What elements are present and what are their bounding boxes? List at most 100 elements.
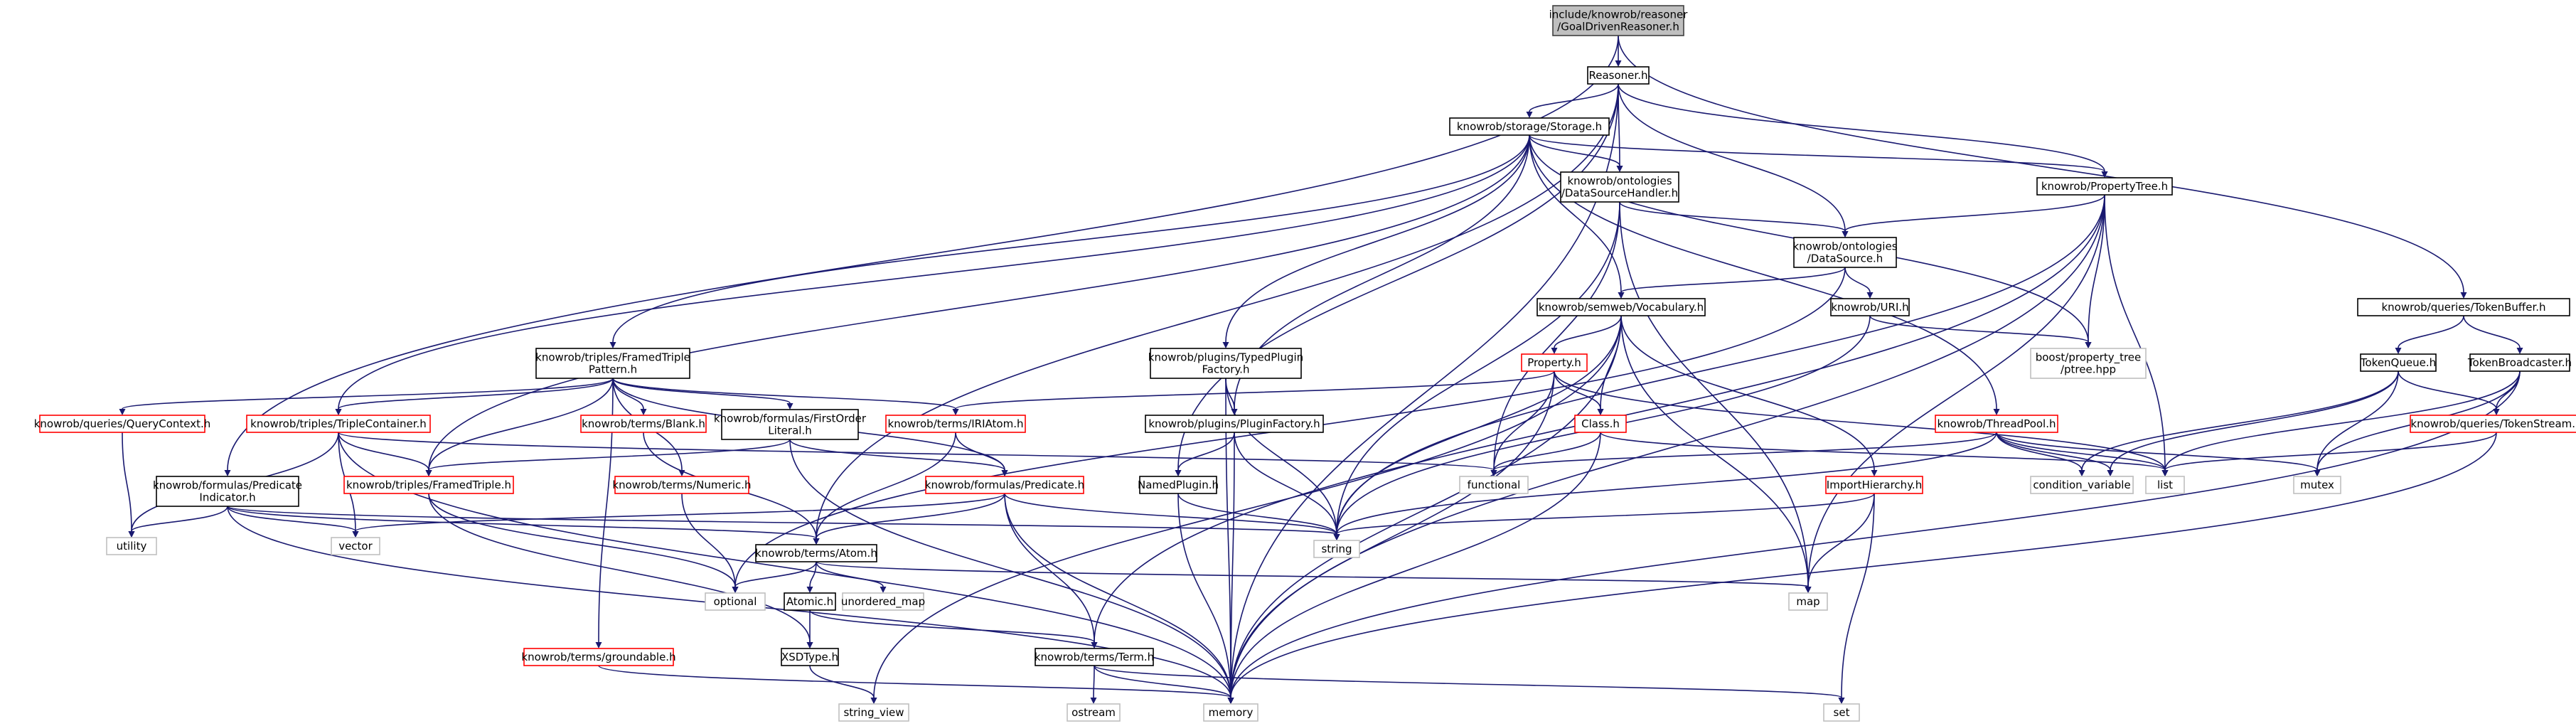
arrow-head-icon (1490, 470, 1497, 476)
node-root[interactable]: include/knowrob/reasoner/GoalDrivenReaso… (1549, 5, 1689, 36)
node-triplecontainer[interactable]: knowrob/triples/TripleContainer.h (246, 415, 431, 433)
arrow-head-icon (1333, 534, 1340, 540)
node-importh[interactable]: ImportHierarchy.h (1825, 476, 1923, 494)
node-label: knowrob/queries/QueryContext.h (34, 417, 211, 430)
arrow-head-icon (1091, 642, 1098, 648)
arrow-head-icon (2516, 348, 2523, 354)
node-box (2469, 353, 2570, 372)
node-iriatom[interactable]: knowrob/terms/IRIAtom.h (885, 415, 1026, 433)
dependency-edge-pluginfactory-namedplugin (1175, 432, 1235, 476)
node-box (755, 544, 877, 562)
node-reasoner[interactable]: Reasoner.h (1587, 66, 1650, 85)
dependency-edge-term-set (1094, 665, 1845, 704)
node-box (2030, 476, 2134, 494)
node-namedplugin[interactable]: NamedPlugin.h (1138, 476, 1219, 494)
arrow-head-icon (1615, 60, 1622, 67)
arrow-head-icon (806, 587, 813, 593)
node-box (1067, 703, 1121, 722)
arrow-head-icon (1090, 698, 1097, 704)
dependency-edge-framedpattern-blank (612, 378, 647, 415)
node-datasource[interactable]: knowrob/ontologies/DataSource.h (1792, 237, 1898, 268)
arrow-head-icon (813, 538, 820, 545)
node-property[interactable]: Property.h (1521, 353, 1588, 372)
node-class[interactable]: Class.h (1574, 415, 1627, 433)
node-box (721, 409, 859, 440)
arrow-head-icon (732, 587, 739, 593)
node-label: knowrob/terms/IRIAtom.h (888, 417, 1024, 430)
node-blank[interactable]: knowrob/terms/Blank.h (580, 415, 707, 433)
dependency-edge-property-iriatom (952, 370, 1555, 415)
arrow-head-icon (1001, 470, 1008, 476)
node-atom[interactable]: knowrob/terms/Atom.h (755, 544, 877, 562)
node-term[interactable]: knowrob/terms/Term.h (1035, 648, 1154, 666)
dependency-edge-tokenqueue-tokenstream (2398, 370, 2500, 415)
node-uri[interactable]: knowrob/URI.h (1830, 298, 1910, 316)
dependency-edge-fol-framedtriple (425, 439, 791, 476)
arrow-head-icon (2101, 171, 2108, 178)
dependency-edge-iriatom-predicate (955, 432, 1008, 476)
dependency-edge-predind-atom (227, 506, 820, 545)
dependency-edge-property-class (1554, 370, 1604, 415)
node-xsdtype[interactable]: XSDType.h (781, 648, 839, 666)
edges-layer (119, 35, 2523, 704)
node-groundable[interactable]: knowrob/terms/groundable.h (521, 648, 676, 666)
dependency-edge-storage-threadpool (1529, 134, 2000, 415)
dependency-edge-threadpool-mutex (1996, 432, 2321, 476)
node-framedtriple[interactable]: knowrob/triples/FramedTriple.h (343, 476, 514, 494)
dependency-edge-atomic-xsdtype (806, 610, 813, 648)
node-tokenbuffer[interactable]: knowrob/queries/TokenBuffer.h (2357, 298, 2570, 316)
node-tokenstream[interactable]: knowrob/queries/TokenStream.h (2410, 415, 2576, 433)
node-label: knowrob/PropertyTree.h (2041, 180, 2168, 193)
node-pluginfactory[interactable]: knowrob/plugins/PluginFactory.h (1145, 415, 1324, 433)
node-tokenqueue[interactable]: TokenQueue.h (2360, 353, 2437, 372)
node-label: utility (117, 540, 147, 552)
dependency-edge-datasource-vocab (1618, 267, 1846, 299)
node-box (1560, 171, 1679, 203)
node-box (246, 415, 431, 433)
arrow-head-icon (2314, 470, 2321, 476)
node-box (2145, 476, 2185, 494)
node-storage[interactable]: knowrob/storage/Storage.h (1449, 117, 1610, 136)
dependency-edge-tokenstream-list (2161, 432, 2497, 476)
node-vocab[interactable]: knowrob/semweb/Vocabulary.h (1536, 298, 1706, 316)
dependency-edge-storage-triplecontainer (335, 134, 1530, 415)
node-numeric[interactable]: knowrob/terms/Numeric.h (612, 476, 752, 494)
node-atomic[interactable]: Atomic.h (784, 592, 836, 611)
dependency-edge-term-memory (1094, 665, 1234, 704)
node-box (1521, 353, 1588, 372)
node-condvar: condition_variable (2030, 476, 2134, 494)
arrow-head-icon (1805, 587, 1812, 593)
node-dsh[interactable]: knowrob/ontologies/DataSourceHandler.h (1560, 171, 1679, 203)
arrow-head-icon (1618, 292, 1625, 299)
arrow-head-icon (1222, 342, 1229, 348)
dependency-edge-storage-framedpattern (609, 134, 1530, 348)
dependency-edge-predind-utility (128, 506, 228, 538)
dependency-edge-datasource-uri (1844, 267, 1874, 299)
node-querycontext[interactable]: knowrob/queries/QueryContext.h (34, 415, 211, 433)
node-threadpool[interactable]: knowrob/ThreadPool.h (1935, 415, 2058, 433)
arrow-head-icon (640, 409, 647, 415)
node-label: knowrob/queries/TokenBuffer.h (2381, 301, 2545, 314)
dependency-edge-reasoner-datasource (1618, 83, 1849, 237)
node-string: string (1313, 540, 1360, 558)
node-mutex: mutex (2293, 476, 2341, 494)
node-box (1035, 648, 1154, 666)
arrow-head-icon (1597, 409, 1604, 415)
node-label: list (2157, 479, 2173, 491)
node-predicate[interactable]: knowrob/formulas/Predicate.h (925, 476, 1084, 494)
node-box (838, 703, 909, 722)
nodes-layer: include/knowrob/reasoner/GoalDrivenReaso… (34, 5, 2576, 722)
arrow-head-icon (2395, 348, 2402, 354)
node-tokenbroadcaster[interactable]: TokenBroadcaster.h (2467, 353, 2572, 372)
arrow-head-icon (609, 342, 616, 348)
dependency-edge-tokenbuffer-tokenqueue (2395, 315, 2464, 354)
dependency-edge-vocab-property (1551, 315, 1622, 354)
node-proptree[interactable]: knowrob/PropertyTree.h (2036, 177, 2173, 196)
dependency-edge-threadpool-list (1996, 432, 2169, 476)
node-functional: functional (1459, 476, 1529, 494)
arrow-head-icon (1993, 409, 2000, 415)
